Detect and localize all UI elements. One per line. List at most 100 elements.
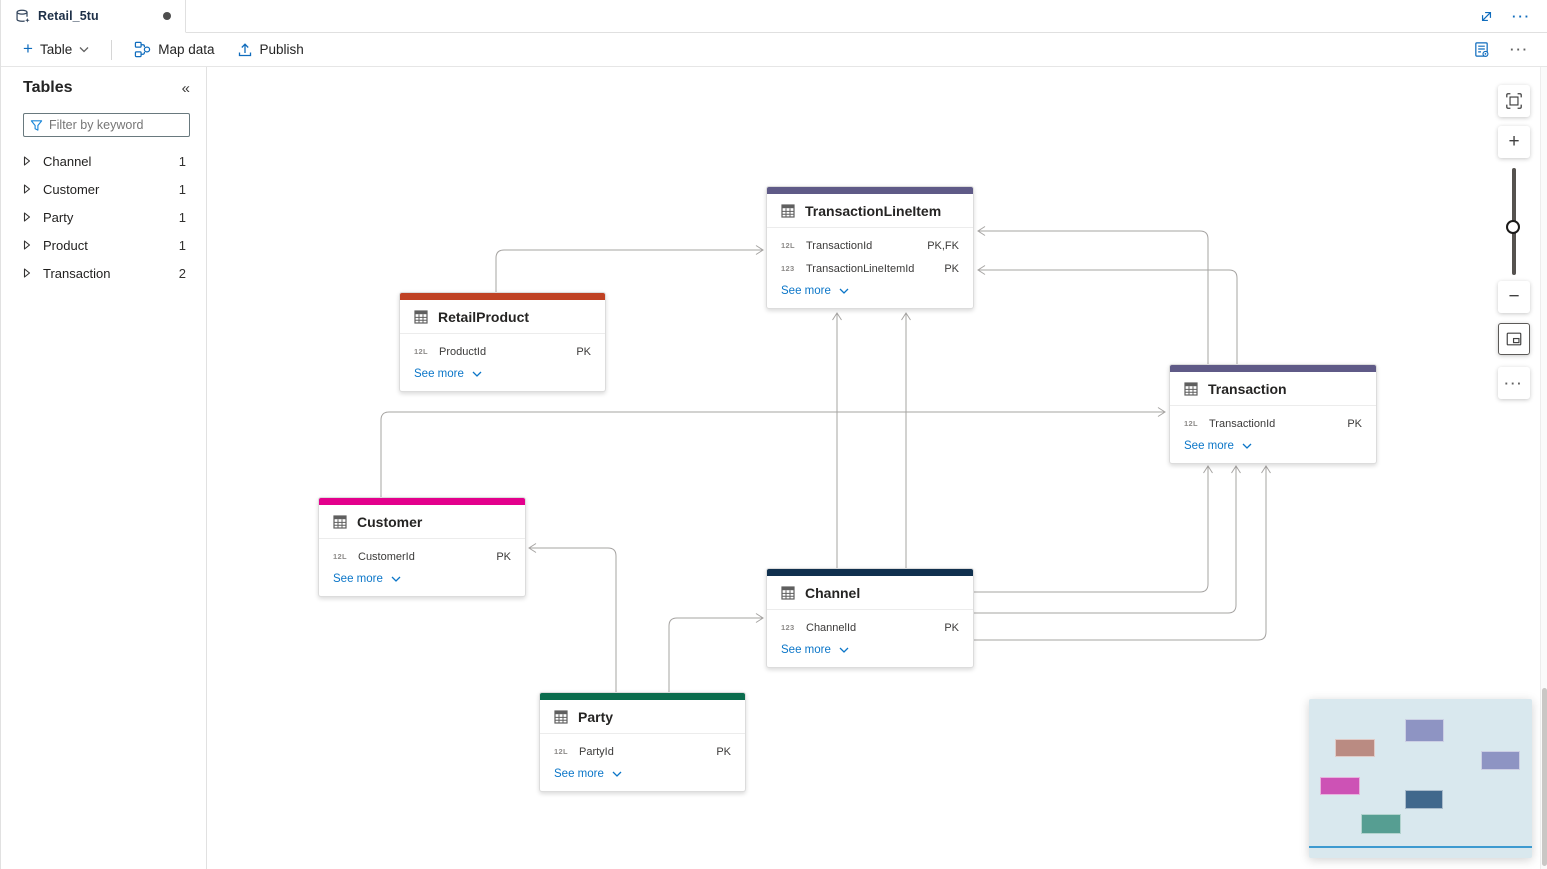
table-icon (781, 204, 795, 218)
sidebar-item-transaction[interactable]: Transaction 2 (1, 259, 206, 287)
numeric-type-icon: 12L (1184, 419, 1198, 428)
canvas-scrollbar[interactable] (1540, 67, 1547, 869)
relationship-transaction-to-transactionlineitem (977, 265, 1238, 364)
entity-card-customer[interactable]: Customer 12L CustomerId PK See more (318, 497, 526, 597)
see-more-link[interactable]: See more (767, 639, 863, 667)
tables-panel-title: Tables (23, 79, 73, 96)
minimap[interactable] (1309, 699, 1532, 858)
field-key-badge: PK (496, 550, 511, 563)
sidebar-item-label: Party (43, 209, 74, 225)
entity-card-channel[interactable]: Channel 123 ChannelId PK See more (766, 568, 974, 668)
field-row: 123 TransactionLineItemId PK (767, 257, 973, 280)
minimap-node-retailproduct (1335, 739, 1375, 757)
entity-title: TransactionLineItem (805, 203, 942, 219)
new-table-button[interactable]: + Table (15, 38, 97, 61)
field-name: ChannelId (806, 621, 857, 634)
relationship-party-to-channel (668, 613, 764, 692)
see-more-link[interactable]: See more (319, 568, 415, 596)
collapse-panel-icon[interactable]: « (181, 79, 190, 97)
see-more-link[interactable]: See more (767, 280, 863, 308)
entity-card-transactionlineitem[interactable]: TransactionLineItem 12L TransactionId PK… (766, 186, 974, 309)
tab-retail-5tu[interactable]: Retail_5tu (1, 0, 186, 33)
field-key-badge: PK (716, 745, 731, 758)
minimap-node-transactionlineitem (1405, 719, 1444, 742)
field-key-badge: PK (576, 345, 591, 358)
minimap-node-transaction (1481, 751, 1520, 770)
entity-card-party[interactable]: Party 12L PartyId PK See more (539, 692, 746, 792)
chevron-right-icon (23, 156, 31, 166)
field-name: TransactionId (1209, 417, 1276, 430)
entity-title: Transaction (1208, 381, 1287, 397)
entity-card-transaction[interactable]: Transaction 12L TransactionId PK See mor… (1169, 364, 1377, 464)
field-key-badge: PK (1347, 417, 1362, 430)
scrollbar-thumb[interactable] (1542, 688, 1547, 866)
map-data-button[interactable]: Map data (126, 37, 222, 62)
canvas-more-options-button[interactable]: ··· (1498, 367, 1530, 399)
entity-header: Party (540, 700, 745, 734)
publish-button[interactable]: Publish (229, 38, 312, 62)
toolbar-more-options-button[interactable]: ··· (1510, 42, 1529, 57)
tab-more-options-button[interactable]: ··· (1512, 8, 1531, 24)
chevron-down-icon (839, 647, 849, 653)
plus-icon: + (23, 39, 33, 58)
field-name: TransactionLineItemId (806, 262, 915, 275)
relationship-channel-to-transactionlineitem (832, 312, 842, 568)
expand-diagonal-icon[interactable] (1479, 9, 1494, 24)
see-more-label: See more (414, 368, 464, 380)
entity-title: RetailProduct (438, 309, 530, 325)
more-options-icon: ··· (1504, 375, 1524, 391)
chevron-down-icon (79, 47, 89, 53)
chevron-down-icon (1242, 443, 1252, 449)
sidebar-item-product[interactable]: Product 1 (1, 231, 206, 259)
fit-to-screen-button[interactable] (1498, 85, 1530, 117)
minimap-toggle-button[interactable] (1498, 323, 1530, 355)
see-more-link[interactable]: See more (1170, 435, 1266, 463)
field-row: 12L ProductId PK (400, 340, 605, 363)
table-icon (414, 310, 428, 324)
entity-color-bar (319, 498, 525, 505)
entity-card-retailproduct[interactable]: RetailProduct 12L ProductId PK See more (399, 292, 606, 392)
numeric-type-icon: 123 (781, 264, 795, 273)
relationship-channel-to-transaction (974, 465, 1241, 614)
sidebar-item-customer[interactable]: Customer 1 (1, 175, 206, 203)
minimap-node-party (1361, 814, 1401, 834)
zoom-slider-thumb[interactable] (1506, 220, 1520, 234)
field-key-badge: PK,FK (927, 239, 959, 252)
sidebar-item-label: Transaction (43, 265, 111, 281)
entity-header: Customer (319, 505, 525, 539)
new-table-label: Table (39, 42, 73, 57)
relationship-customer-to-transaction (380, 407, 1166, 497)
publish-icon (237, 42, 253, 58)
diagram-canvas[interactable]: TransactionLineItem 12L TransactionId PK… (207, 67, 1541, 869)
tables-list: Channel 1 Customer 1 Party 1 Product 1 T… (1, 147, 206, 287)
field-name: ProductId (439, 345, 487, 358)
chevron-right-icon (23, 240, 31, 250)
see-more-link[interactable]: See more (540, 763, 636, 791)
relationship-party-to-customer (528, 543, 617, 692)
sidebar-item-party[interactable]: Party 1 (1, 203, 206, 231)
chevron-down-icon (839, 288, 849, 294)
table-icon (333, 515, 347, 529)
entity-title: Channel (805, 585, 861, 601)
unsaved-changes-indicator (163, 12, 171, 20)
relationship-channel-to-transaction (974, 465, 1271, 641)
chevron-right-icon (23, 268, 31, 278)
field-row: 12L TransactionId PK,FK (767, 234, 973, 257)
publish-label: Publish (259, 42, 304, 57)
tab-bar: Retail_5tu ··· (1, 0, 1547, 33)
sidebar-item-channel[interactable]: Channel 1 (1, 147, 206, 175)
zoom-out-button[interactable]: − (1498, 281, 1530, 313)
filter-icon (30, 119, 43, 131)
properties-pane-icon[interactable] (1473, 41, 1490, 58)
relationship-retailproduct-to-transactionlineitem (495, 245, 764, 292)
minimap-node-customer (1320, 777, 1360, 795)
filter-input[interactable] (49, 118, 164, 132)
minimap-viewport-edge (1309, 846, 1532, 848)
relationship-channel-to-transactionlineitem (901, 312, 911, 568)
zoom-in-button[interactable]: + (1498, 126, 1530, 158)
see-more-label: See more (554, 768, 604, 780)
table-icon (1184, 382, 1198, 396)
sidebar-item-count: 1 (178, 153, 186, 169)
see-more-link[interactable]: See more (400, 363, 496, 391)
